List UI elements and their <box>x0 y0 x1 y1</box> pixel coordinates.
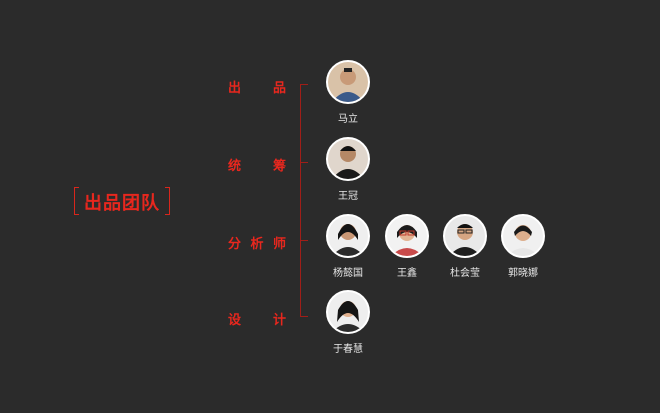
avatar <box>326 214 370 258</box>
role-char: 分 <box>228 237 242 252</box>
person-card: 马立 <box>318 60 378 125</box>
role-char: 品 <box>272 81 286 96</box>
avatar <box>443 214 487 258</box>
role-designer: 设 计 <box>228 309 286 328</box>
person-card: 王冠 <box>318 137 378 202</box>
avatar <box>385 214 429 258</box>
person-name: 王冠 <box>338 191 358 202</box>
person-card: 郭晓娜 <box>493 214 553 279</box>
avatar <box>501 214 545 258</box>
role-char: 设 <box>228 313 242 328</box>
connector-tick <box>300 162 308 163</box>
role-char: 析 <box>250 237 264 252</box>
person-name: 杜会莹 <box>450 268 480 279</box>
person-name: 于春慧 <box>333 344 363 355</box>
person-name: 王鑫 <box>397 268 417 279</box>
avatar <box>326 290 370 334</box>
person-name: 马立 <box>338 114 358 125</box>
connector-vertical-line <box>300 84 301 316</box>
person-card: 杜会莹 <box>435 214 495 279</box>
connector-tick <box>300 316 308 317</box>
avatar <box>326 60 370 104</box>
person-name: 杨懿国 <box>333 268 363 279</box>
role-char: 出 <box>228 81 242 96</box>
title-bracket-right <box>165 187 170 215</box>
title-bracket-left <box>74 187 79 215</box>
person-card: 王鑫 <box>377 214 437 279</box>
team-title-box: 出品团队 <box>74 187 170 215</box>
connector-tick <box>300 84 308 85</box>
person-card: 杨懿国 <box>318 214 378 279</box>
role-char: 统 <box>228 159 242 174</box>
role-coordinator: 统 筹 <box>228 155 286 174</box>
person-card: 于春慧 <box>318 290 378 355</box>
role-char: 师 <box>272 237 286 252</box>
role-producer: 出 品 <box>228 77 286 96</box>
role-analyst: 分 析 师 <box>228 233 286 252</box>
person-name: 郭晓娜 <box>508 268 538 279</box>
avatar <box>326 137 370 181</box>
connector-tick <box>300 240 308 241</box>
team-title: 出品团队 <box>84 193 160 214</box>
role-char: 计 <box>272 313 286 328</box>
role-char: 筹 <box>272 159 286 174</box>
